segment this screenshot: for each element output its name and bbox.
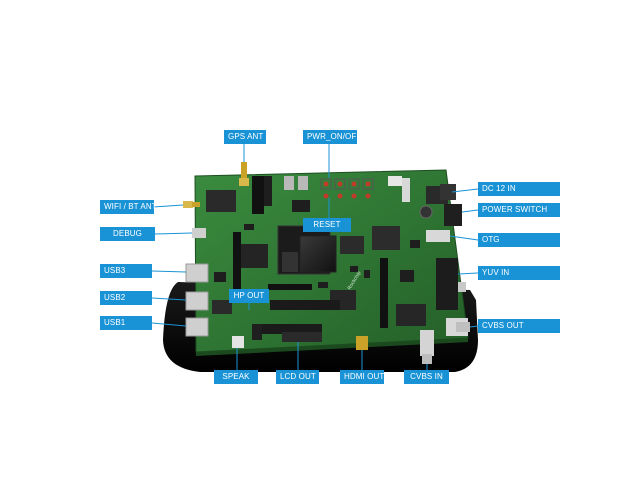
leader-lines xyxy=(151,143,479,370)
label-cvbs-out: CVBS OUT xyxy=(478,319,560,333)
label-debug: DEBUG xyxy=(100,227,155,241)
label-usb1: USB1 xyxy=(100,316,152,330)
label-power-switch: POWER SWITCH xyxy=(478,203,560,217)
label-pwr-on-off: PWR_ON/OFF xyxy=(303,130,361,144)
label-speak: SPEAK xyxy=(214,370,258,384)
label-usb2: USB2 xyxy=(100,291,152,305)
label-hdmi-out: HDMI OUT xyxy=(340,370,384,384)
label-usb3: USB3 xyxy=(100,264,152,278)
label-dc-12-in: DC 12 IN xyxy=(478,182,560,196)
label-reset: RESET xyxy=(303,218,351,232)
label-hp-out: HP OUT xyxy=(229,289,269,303)
label-gps-ant: GPS ANT xyxy=(224,130,266,144)
label-lcd-out: LCD OUT xyxy=(276,370,319,384)
label-cvbs-in: CVBS IN xyxy=(404,370,449,384)
label-yuv-in: YUV IN xyxy=(478,266,560,280)
label-wifi-bt-ant: WIFI / BT ANT xyxy=(100,200,157,214)
label-otg: OTG xyxy=(478,233,560,247)
